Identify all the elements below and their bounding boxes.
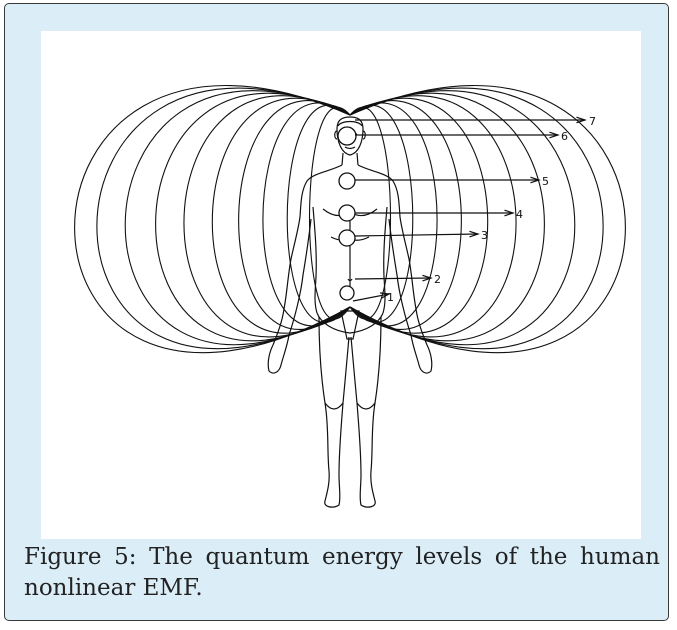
level-label-4: 4	[516, 208, 523, 221]
level-arrowhead-2	[422, 274, 433, 282]
chakra-circle-4	[338, 204, 356, 222]
level-arrowhead-6	[549, 131, 560, 139]
field-loop-right-8	[349, 90, 576, 346]
level-label-7: 7	[589, 115, 596, 128]
chakra-circle-2	[339, 285, 355, 301]
level-arrowhead-1	[379, 292, 391, 299]
field-loop-right-2	[349, 104, 414, 323]
field-loop-right-10	[349, 84, 626, 354]
field-loops	[74, 84, 626, 354]
field-loop-right-7	[349, 92, 545, 342]
level-arrowhead-7	[576, 116, 587, 124]
field-loop-left-9	[96, 87, 351, 350]
field-loop-right-5	[349, 97, 489, 334]
field-loop-left-8	[124, 90, 351, 346]
level-label-6: 6	[561, 130, 568, 143]
field-loop-left-2	[286, 104, 351, 323]
level-arrow-3	[354, 233, 479, 237]
field-loop-left-4	[238, 100, 351, 330]
field-loop-right-9	[349, 87, 604, 350]
level-label-2: 2	[434, 273, 441, 286]
chakra-circles	[337, 126, 357, 301]
level-arrowhead-3	[469, 230, 480, 238]
level-arrows	[352, 116, 587, 302]
level-arrow-2	[354, 277, 432, 280]
figure-frame: 1 2 3 4 5 6 7 Figure 5: The quantum energy lev…	[4, 3, 669, 621]
level-arrowhead-5	[530, 176, 541, 184]
level-arrowhead-4	[504, 209, 515, 217]
field-loop-left-10	[74, 84, 351, 354]
level-labels: 1 2 3 4 5 6 7	[387, 115, 596, 304]
field-loop-left-7	[155, 92, 351, 342]
level-label-5: 5	[542, 175, 549, 188]
human-emf-diagram: 1 2 3 4 5 6 7	[74, 84, 626, 508]
field-loop-right-3	[349, 102, 438, 327]
level-label-1: 1	[387, 291, 394, 304]
chakra-circle-3	[338, 229, 356, 247]
field-loop-left-5	[211, 97, 351, 334]
field-loop-left-3	[262, 102, 351, 327]
figure-image: 1 2 3 4 5 6 7	[41, 31, 641, 539]
level-label-3: 3	[481, 229, 488, 242]
figure-caption: Figure 5: The quantum energy levels of t…	[24, 544, 660, 601]
field-loop-right-6	[349, 95, 517, 338]
chakra-circle-6	[337, 126, 357, 146]
level-arrow-1	[352, 293, 390, 302]
field-loop-left-6	[183, 95, 351, 338]
field-loop-right-4	[349, 100, 462, 330]
chakra-circle-5	[338, 172, 356, 190]
